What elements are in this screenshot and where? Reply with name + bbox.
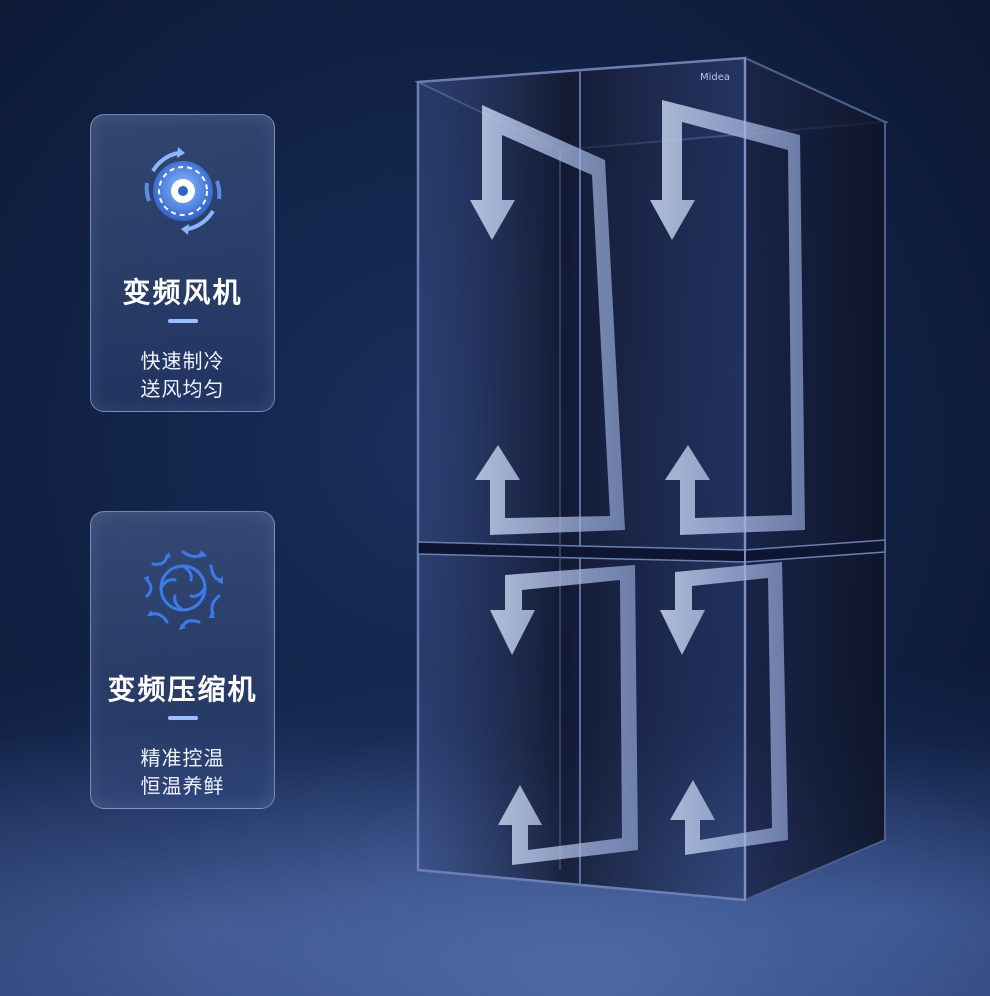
airflow-arrow: [660, 562, 788, 855]
airflow-arrow: [650, 100, 805, 535]
feature-card-fan: 变频风机 快速制冷 送风均匀: [90, 114, 275, 412]
fan-icon: [144, 147, 221, 235]
feature-line: 送风均匀: [140, 377, 225, 401]
feature-title: 变频风机: [122, 276, 243, 309]
title-divider: [167, 716, 198, 720]
feature-card-compressor: 变频压缩机 精准控温 恒温养鲜: [90, 511, 275, 809]
title-divider: [167, 319, 198, 323]
feature-line: 恒温养鲜: [140, 774, 225, 798]
airflow-arrow: [470, 105, 625, 535]
feature-line: 精准控温: [140, 746, 225, 770]
airflow-arrow: [490, 565, 638, 865]
feature-title: 变频压缩机: [107, 673, 258, 706]
feature-line: 快速制冷: [140, 349, 225, 373]
compressor-airflow-icon: [142, 550, 223, 630]
refrigerator-illustration: Midea: [414, 56, 889, 902]
brand-logo: Midea: [700, 72, 730, 83]
